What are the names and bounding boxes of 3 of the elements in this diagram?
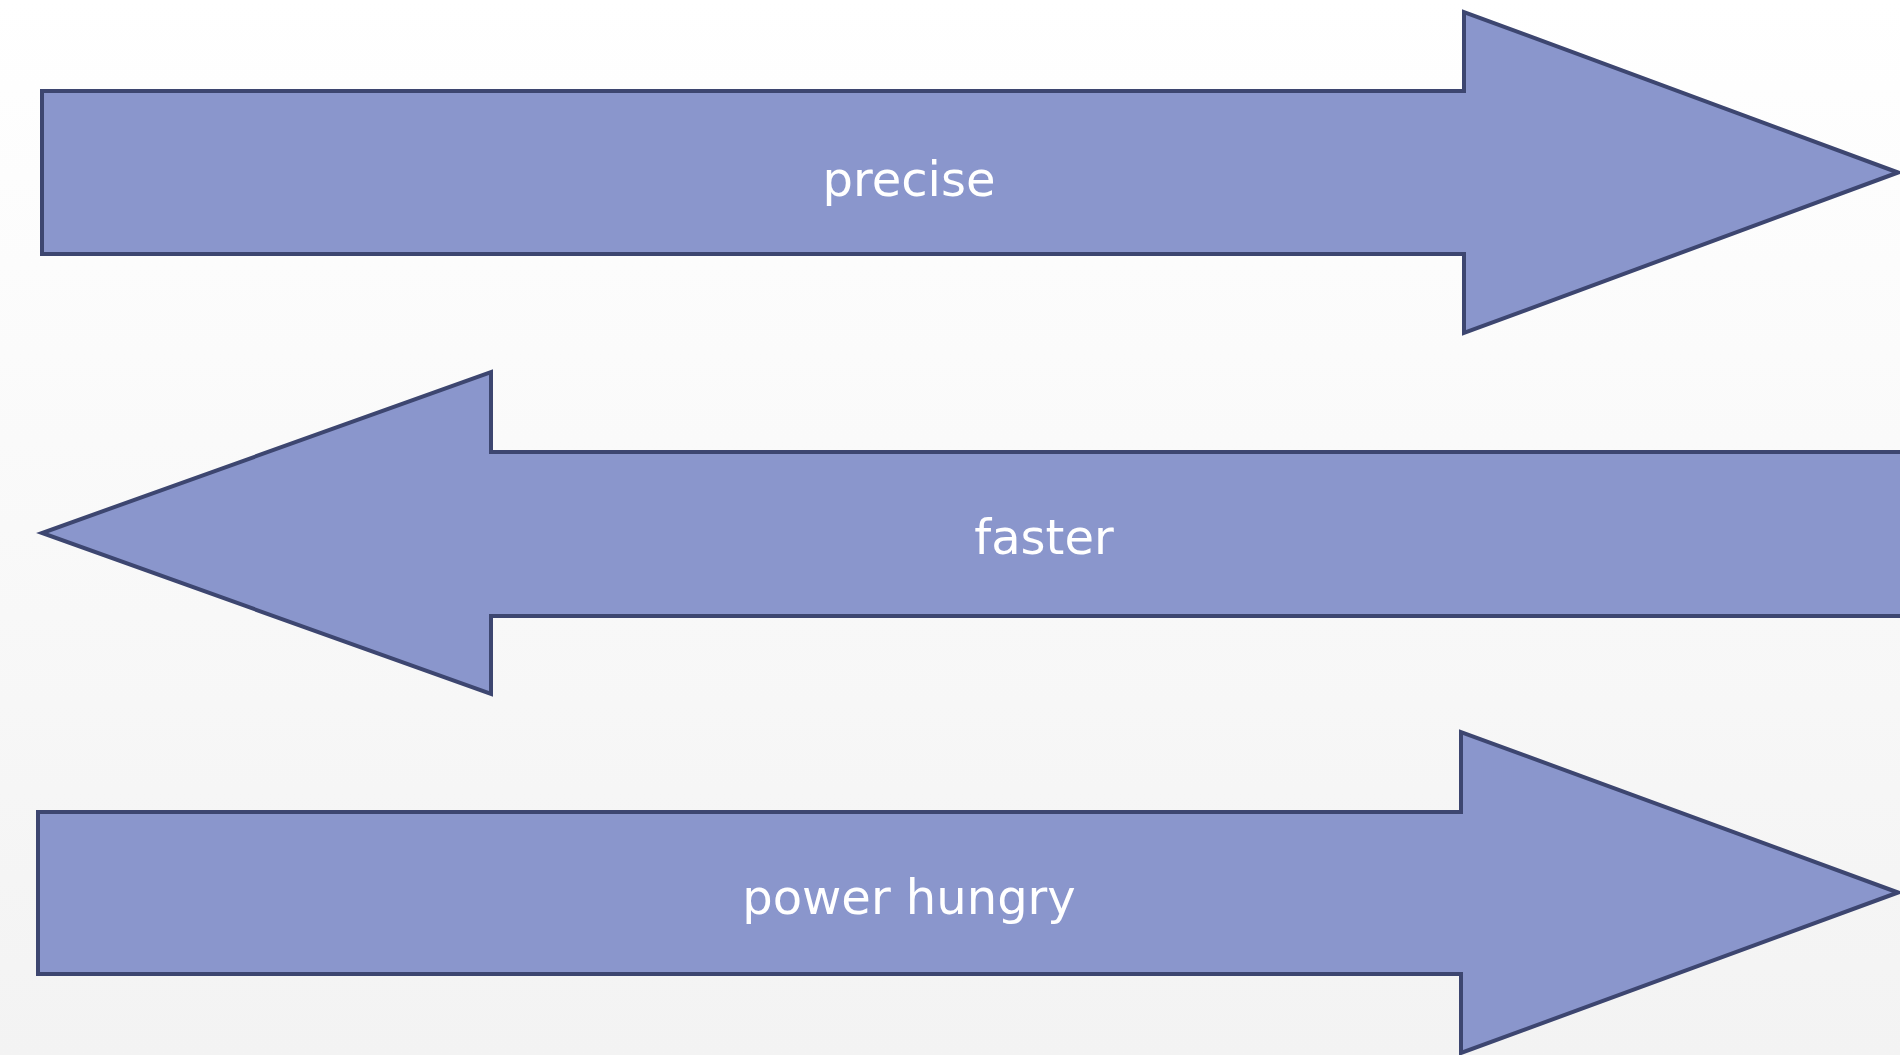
arrow-label: power hungry (742, 870, 1076, 924)
arrow-label: faster (974, 510, 1114, 564)
arrow-label: precise (822, 152, 996, 206)
